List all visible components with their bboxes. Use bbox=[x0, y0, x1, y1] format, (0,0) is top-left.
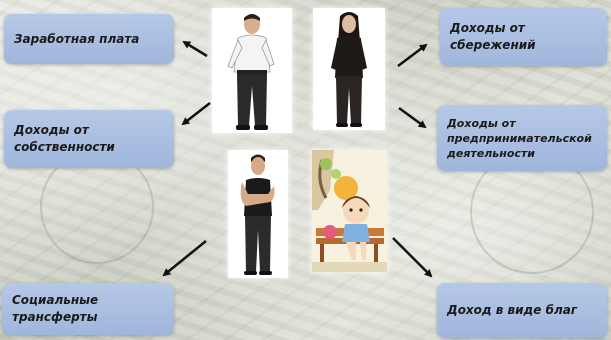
cartoon-girl-figure bbox=[312, 150, 387, 272]
cartoon-girl-photo bbox=[312, 150, 387, 272]
business-income-label: Доходы от предпринимательской деятельнос… bbox=[447, 116, 592, 160]
wages-label: Заработная плата bbox=[14, 31, 140, 46]
social-transfers-label: Социальные трансферты bbox=[12, 293, 99, 324]
savings-income-box: Доходы от сбережений bbox=[440, 8, 607, 66]
business-income-box: Доходы от предпринимательской деятельнос… bbox=[437, 105, 607, 171]
arrow-to-property-income bbox=[181, 102, 211, 126]
wages-box: Заработная плата bbox=[4, 14, 174, 64]
arrow-to-wages bbox=[182, 40, 208, 58]
benefits-income-label: Доход в виде благ bbox=[447, 303, 578, 317]
benefits-income-box: Доход в виде благ bbox=[437, 283, 607, 338]
arrow-to-social-transfers bbox=[162, 240, 207, 277]
arrow-to-business-income bbox=[398, 106, 427, 129]
social-transfers-box: Социальные трансферты bbox=[2, 283, 174, 335]
saver-woman-figure bbox=[331, 12, 367, 127]
property-income-label: Доходы от собственности bbox=[14, 123, 115, 154]
worker-man-figure bbox=[227, 14, 275, 130]
saver-woman-photo bbox=[313, 8, 385, 130]
savings-income-label: Доходы от сбережений bbox=[450, 21, 536, 52]
worker-man-photo bbox=[212, 8, 292, 133]
man-crossed-arms-photo bbox=[228, 150, 288, 278]
arrow-to-benefits-income bbox=[392, 237, 433, 278]
property-income-box: Доходы от собственности bbox=[4, 110, 174, 168]
man-crossed-arms-figure bbox=[240, 154, 275, 275]
arrow-to-savings-income bbox=[397, 43, 428, 67]
